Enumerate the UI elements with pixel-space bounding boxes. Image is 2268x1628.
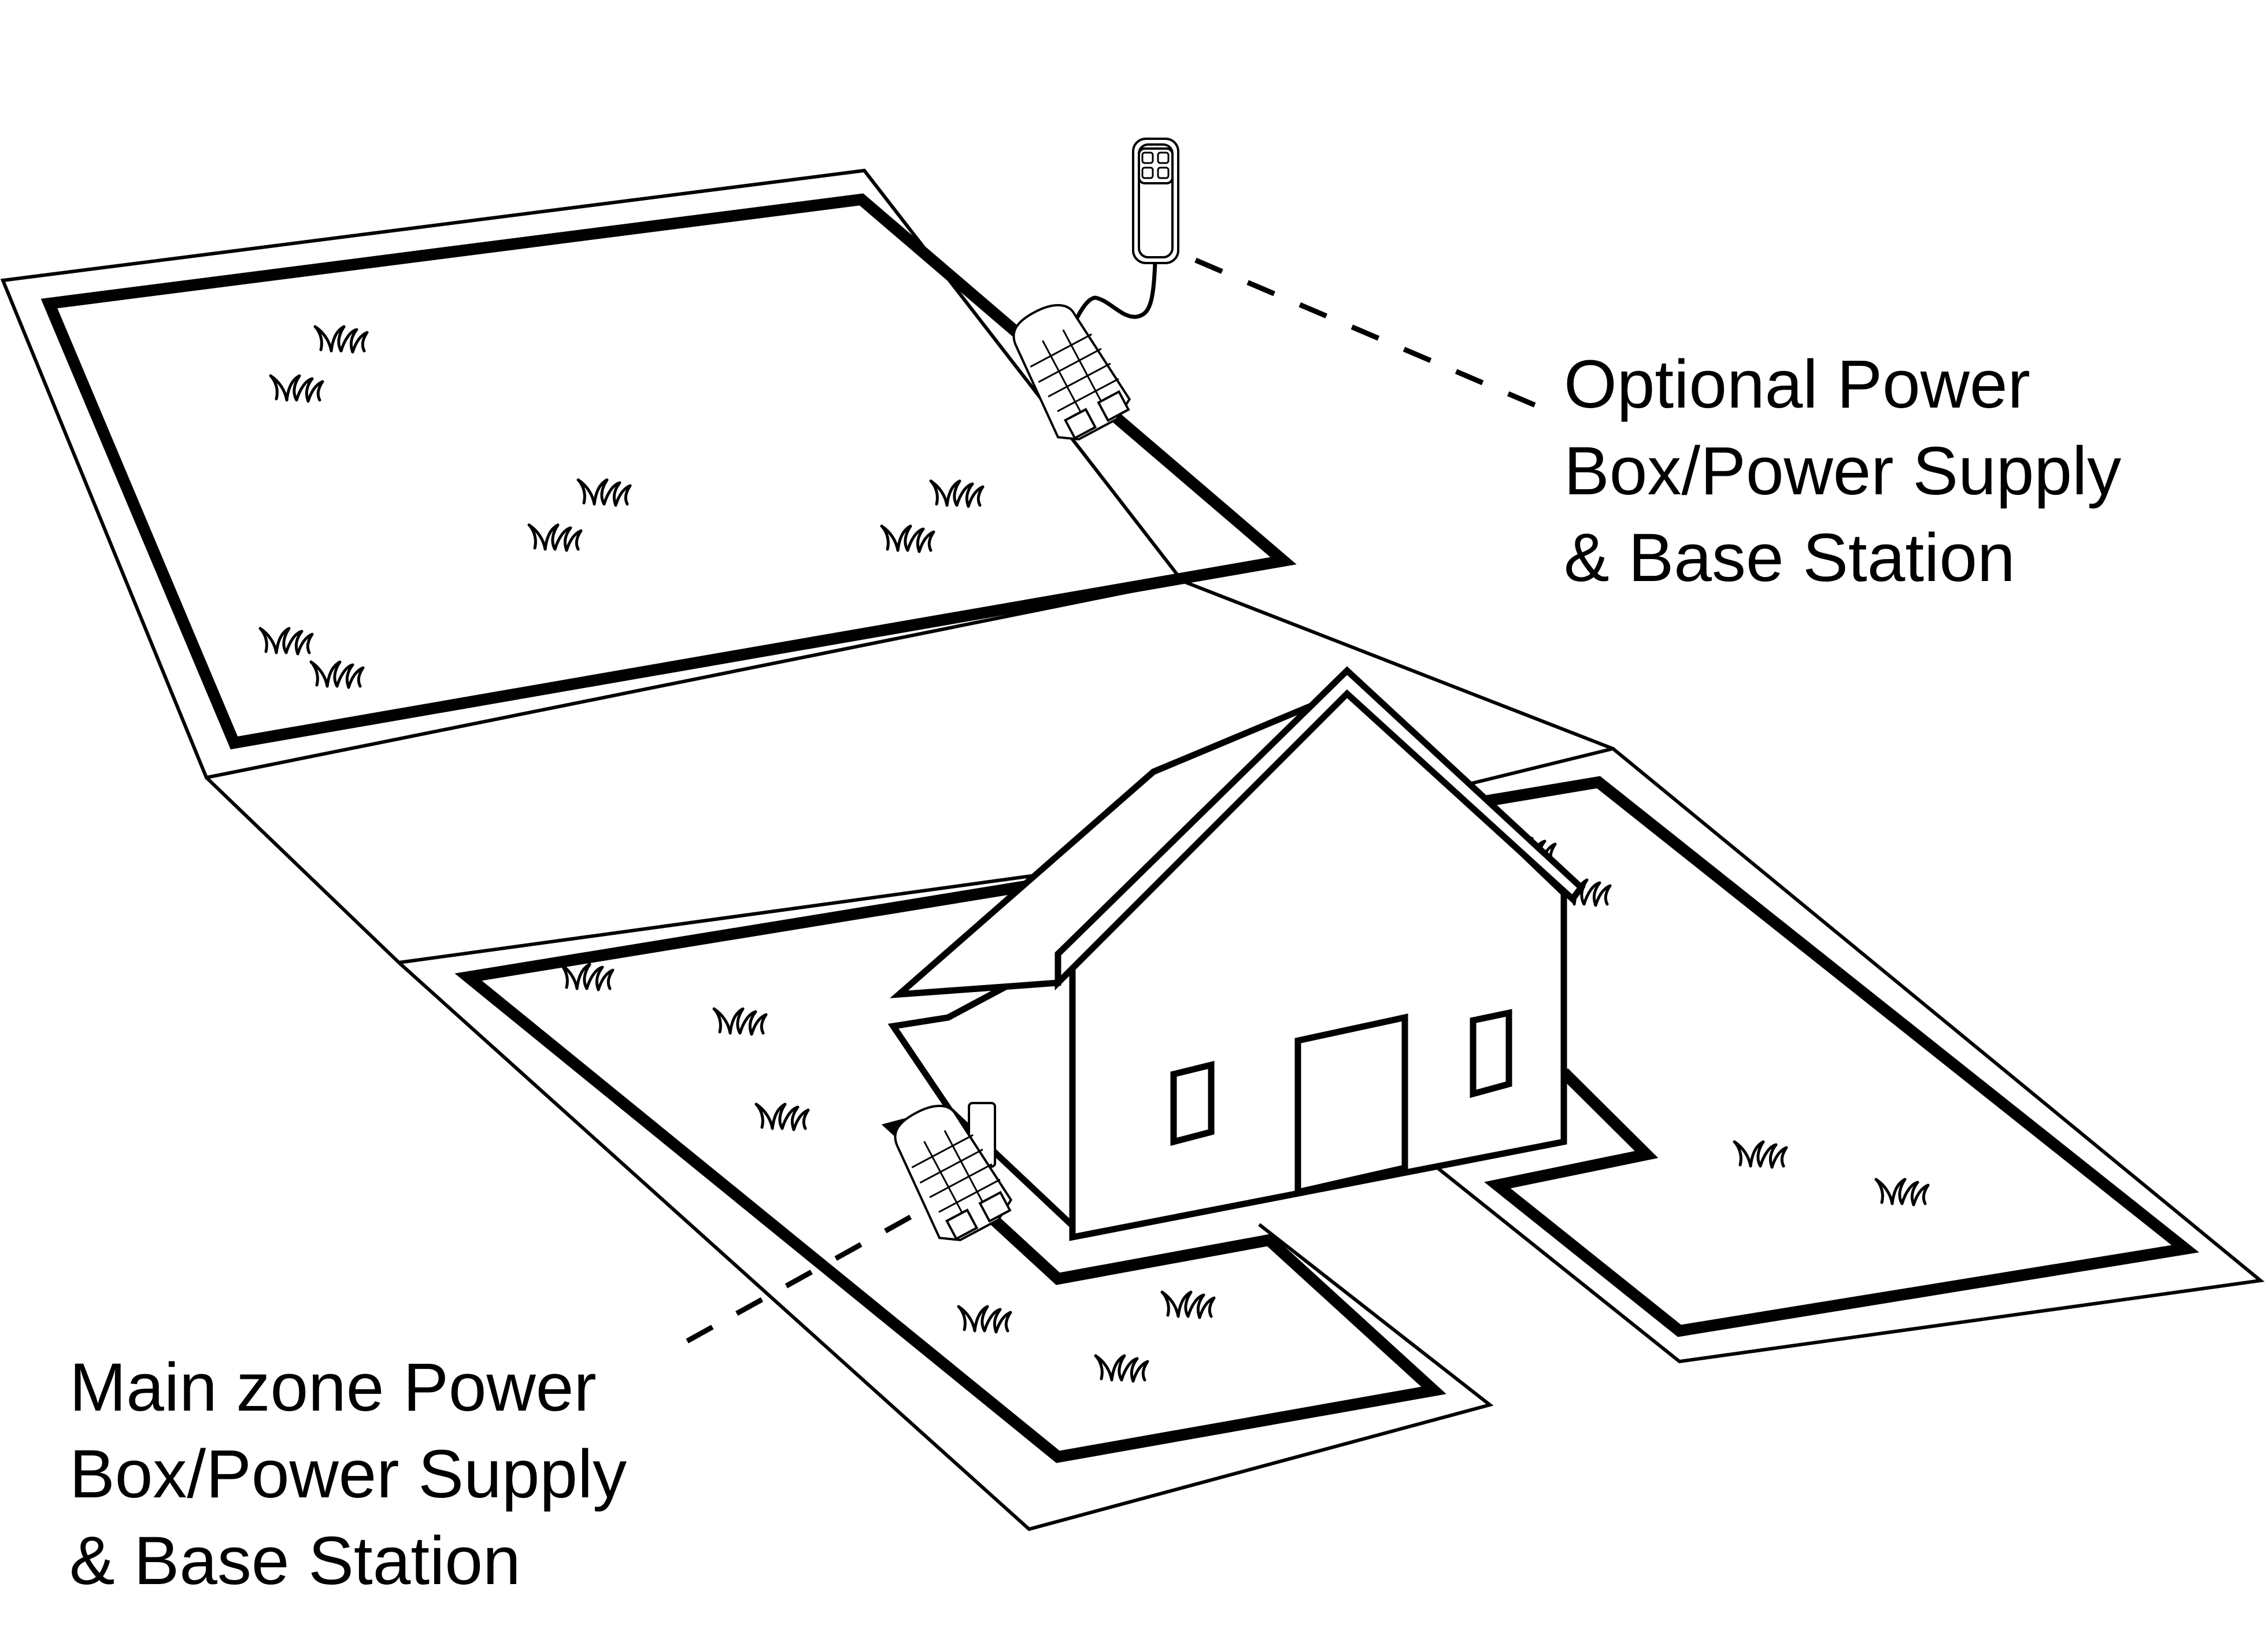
grass-icon: [756, 1104, 808, 1130]
window-right: [1470, 1009, 1512, 1098]
label-line: Box/Power Supply: [69, 1436, 627, 1512]
house: [887, 666, 1586, 1241]
grass-icon: [561, 964, 613, 990]
grass-icon: [959, 1307, 1011, 1332]
optional-base-station: [1012, 304, 1131, 441]
grass-icon: [1162, 1292, 1214, 1318]
grass-icon: [1096, 1356, 1148, 1381]
label-line: & Base Station: [69, 1523, 521, 1599]
optional-leader-line: [1194, 257, 1542, 410]
home-button-icon: [1141, 151, 1154, 164]
main-leader-line: [675, 1215, 912, 1349]
optional-station-label: Optional Power Box/Power Supply & Base S…: [1564, 341, 2121, 601]
grass-icon: [529, 525, 581, 550]
grass-icon: [1734, 1142, 1786, 1167]
upper-zone-wire: [40, 193, 1297, 750]
label-line: Main zone Power: [69, 1349, 597, 1426]
grass-icon: [1876, 1179, 1928, 1205]
grass-icon: [578, 480, 630, 505]
mow-button-icon: [1141, 166, 1154, 179]
optional-power-box: [1070, 138, 1179, 328]
lower-lawn-outline: [397, 746, 2265, 1531]
power-button-icon: [1157, 151, 1170, 164]
main-base-station: [894, 1105, 1013, 1241]
passage-outline: [205, 579, 1614, 964]
grass-icon: [931, 481, 983, 506]
edge-button-icon: [1157, 166, 1170, 179]
right-zone-wire: [1314, 776, 2199, 1337]
grass-icon: [714, 1009, 766, 1034]
window-left: [1170, 1060, 1215, 1146]
grass-icon: [260, 628, 312, 654]
label-line: Optional Power: [1564, 346, 2030, 423]
label-line: Box/Power Supply: [1564, 433, 2122, 509]
grass-icon: [882, 526, 934, 552]
grass-icon: [271, 376, 323, 401]
label-line: & Base Station: [1564, 520, 2015, 596]
grass-icon: [311, 662, 363, 687]
door: [1294, 1013, 1408, 1196]
power-cable: [1070, 262, 1157, 328]
roof-front-edge: [1055, 666, 1586, 991]
main-station-label: Main zone Power Box/Power Supply & Base …: [69, 1344, 627, 1604]
grass-icon: [315, 327, 367, 352]
